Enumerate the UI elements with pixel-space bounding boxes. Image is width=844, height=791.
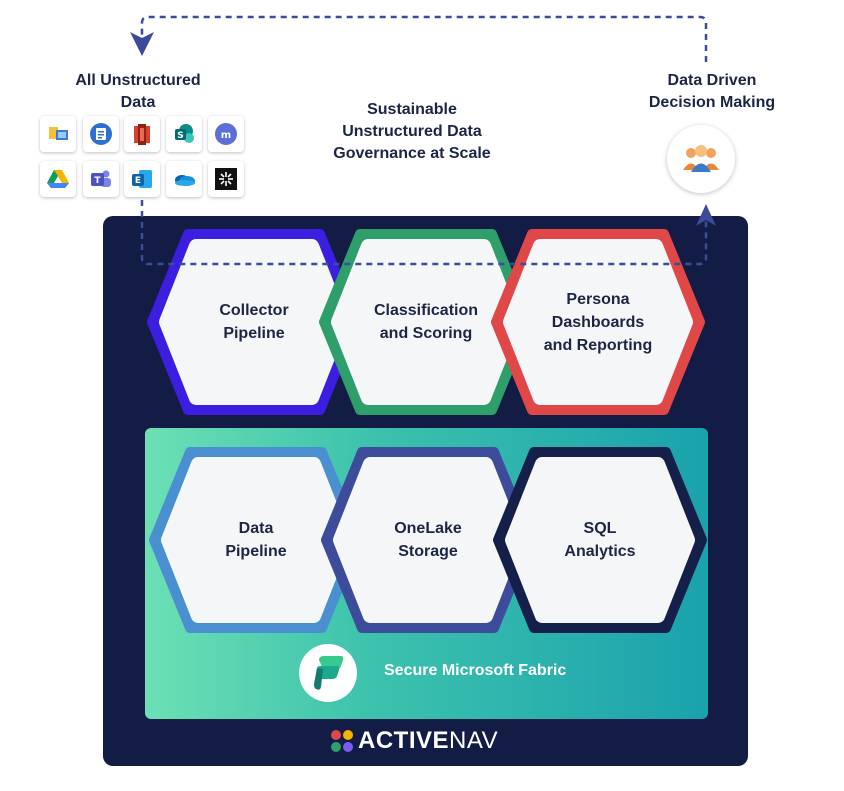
- label-line: Data Driven: [667, 72, 757, 89]
- fabric-label: Secure Microsoft Fabric: [384, 662, 567, 679]
- hex-label-line: Collector: [219, 302, 289, 319]
- hex-label-persona: Persona Dashboards and Reporting: [518, 282, 678, 362]
- file-server-icon: [40, 116, 76, 152]
- microsoft-fabric-logo-icon: [299, 644, 357, 702]
- hex-label-collector: Collector Pipeline: [176, 282, 332, 362]
- onedrive-icon: [166, 161, 202, 197]
- label-line: Data: [120, 94, 156, 111]
- sharepoint-icon: S: [166, 116, 202, 152]
- exchange-icon: E: [124, 161, 160, 197]
- label-line: Decision Making: [648, 94, 776, 111]
- teams-icon: T: [83, 161, 119, 197]
- hex-label-line: Data: [238, 520, 274, 537]
- hex-label-line: Pipeline: [225, 543, 287, 560]
- up-arrow-icon: [696, 204, 716, 226]
- decision-making-label: Data Driven Decision Making: [622, 70, 802, 114]
- hex-label-data-pipeline: Data Pipeline: [178, 500, 334, 580]
- hex-label-line: Dashboards: [551, 313, 645, 331]
- dashed-return-line: [140, 15, 708, 62]
- hex-label-line: Classification: [373, 302, 479, 319]
- hex-label-line: Analytics: [564, 543, 636, 560]
- svg-text:S: S: [177, 131, 183, 141]
- hex-label-line: Storage: [398, 543, 458, 560]
- activenav-logo: ACTIVENAV: [330, 727, 498, 755]
- box-icon: m: [208, 116, 244, 152]
- hexagon-onelake-storage: [321, 447, 535, 633]
- label-line: Sustainable: [367, 101, 457, 118]
- google-drive-icon: [40, 161, 76, 197]
- brand-text: ACTIVENAV: [358, 727, 498, 755]
- svg-text:m: m: [221, 130, 231, 141]
- svg-text:T: T: [94, 176, 101, 186]
- label-line: All Unstructured: [75, 72, 201, 89]
- brand-light: NAV: [449, 727, 499, 754]
- document-icon: [83, 116, 119, 152]
- generic-source-icon: [208, 161, 244, 197]
- hexagon-persona-dashboards: [491, 229, 705, 415]
- people-icon: [667, 125, 735, 193]
- hexagon-data-pipeline: [149, 447, 363, 633]
- hex-label-line: Pipeline: [223, 325, 285, 342]
- label-line: Unstructured Data: [342, 123, 482, 140]
- hex-label-line: SQL: [583, 520, 617, 537]
- down-arrow-icon: [130, 32, 154, 56]
- hex-label-line: and Scoring: [379, 325, 473, 342]
- hexagon-collector-pipeline: [147, 229, 361, 415]
- hex-label-onelake: OneLake Storage: [350, 500, 506, 580]
- governance-label: Sustainable Unstructured Data Governance…: [300, 99, 524, 165]
- all-unstructured-data-label: All Unstructured Data: [48, 70, 228, 114]
- activenav-logo-icon: [331, 730, 353, 752]
- brand-bold: ACTIVE: [358, 727, 450, 754]
- svg-text:E: E: [135, 176, 141, 186]
- hexagon-classification-scoring: [319, 229, 533, 415]
- hexagon-sql-analytics: [493, 447, 707, 633]
- label-line: Governance at Scale: [333, 145, 491, 162]
- hex-label-sql: SQL Analytics: [522, 500, 678, 580]
- aws-s3-icon: [124, 116, 160, 152]
- hex-label-line: OneLake: [394, 520, 462, 537]
- hex-label-line: and Reporting: [543, 336, 653, 354]
- dashed-flow-line: [140, 200, 708, 266]
- hex-label-classification: Classification and Scoring: [346, 282, 506, 362]
- hex-label-line: Persona: [566, 290, 630, 308]
